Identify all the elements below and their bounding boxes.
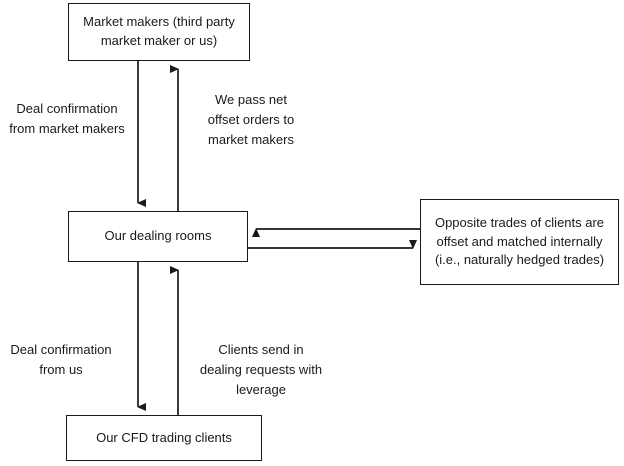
- label-deal-confirmation-from-us: Deal confirmation from us: [10, 342, 112, 378]
- label-we-pass-net-offset-orders: We pass net offset orders to market make…: [207, 92, 295, 148]
- node-internal-offset-label: Opposite trades of clients are offset an…: [434, 214, 605, 268]
- node-our-dealing-rooms[interactable]: Our dealing rooms: [68, 211, 248, 262]
- node-market-makers-label: Market makers (third party market maker …: [83, 14, 235, 48]
- node-cfd-trading-clients-label: Our CFD trading clients: [96, 429, 232, 445]
- label-deal-confirmation-from-market-makers: Deal confirmation from market makers: [9, 101, 125, 137]
- node-our-dealing-rooms-label: Our dealing rooms: [104, 228, 212, 244]
- label-clients-send-dealing-requests: Clients send in dealing requests with le…: [199, 342, 323, 398]
- node-internal-offset[interactable]: Opposite trades of clients are offset an…: [420, 199, 619, 285]
- node-market-makers[interactable]: Market makers (third party market maker …: [68, 3, 250, 61]
- node-cfd-trading-clients[interactable]: Our CFD trading clients: [66, 415, 262, 461]
